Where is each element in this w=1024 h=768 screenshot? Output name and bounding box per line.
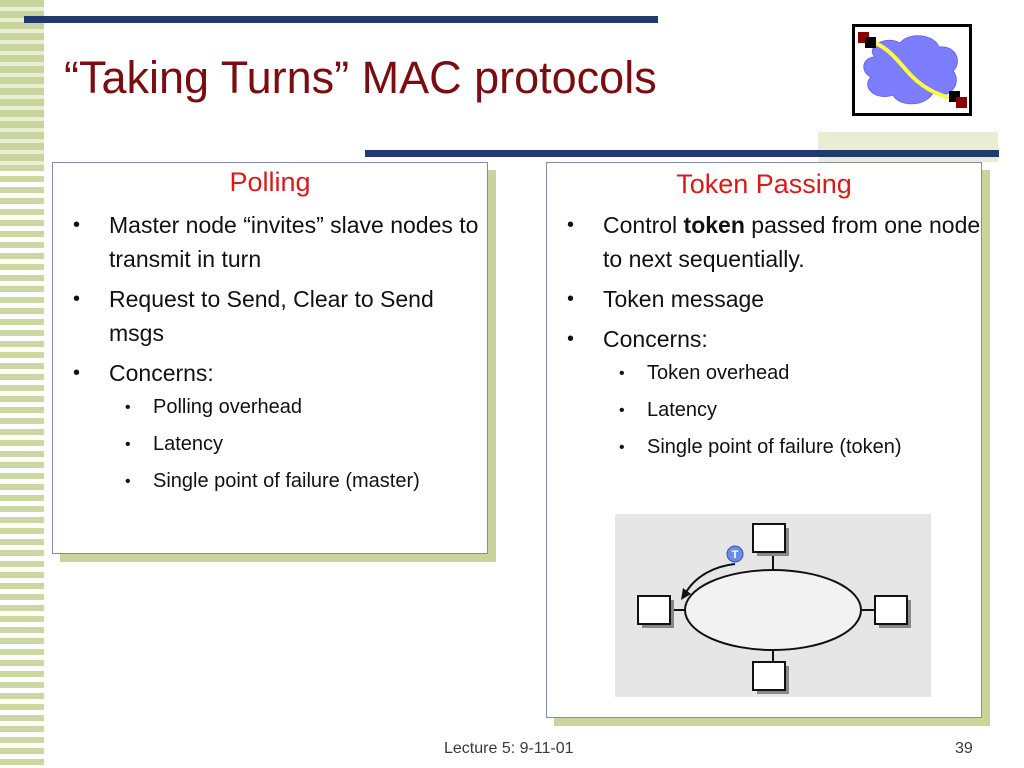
sub-list-item: Polling overhead: [53, 392, 487, 423]
bold-token-word: token: [683, 212, 745, 238]
token-passing-list: Control token passed from one node to ne…: [547, 208, 981, 463]
sub-list-item: Single point of failure (token): [547, 432, 981, 463]
sub-list-item: Latency: [53, 429, 487, 460]
ring-ellipse: [684, 569, 862, 651]
top-bar: [24, 16, 658, 23]
token-ring-svg: T: [637, 523, 911, 694]
node-top: [752, 523, 786, 553]
token-circle: [726, 545, 744, 563]
header-shadow-decoration: [818, 132, 998, 162]
page-number: 39: [955, 740, 973, 757]
token-ring-diagram: T: [615, 514, 931, 697]
footer-lecture: Lecture 5: 9-11-01: [444, 740, 574, 757]
network-cloud-logo: [852, 24, 972, 116]
token-arrowhead: [681, 588, 691, 600]
node-left: [637, 595, 671, 625]
list-item: Token message: [547, 282, 981, 316]
list-item: Request to Send, Clear to Send msgs: [53, 282, 487, 350]
list-item: Concerns:: [547, 322, 981, 356]
sub-list-item: Token overhead: [547, 358, 981, 389]
list-item: Concerns:: [53, 356, 487, 390]
polling-list: Master node “invites” slave nodes to tra…: [53, 208, 487, 497]
node-bottom: [752, 661, 786, 691]
divider-bar: [365, 150, 999, 157]
polling-heading: Polling: [229, 167, 311, 197]
sub-list-item: Latency: [547, 395, 981, 426]
token-arrow: [684, 563, 736, 595]
token-label: T: [732, 549, 739, 561]
sub-list-item: Single point of failure (master): [53, 466, 487, 497]
left-stripe-top-decoration: [0, 0, 44, 165]
list-item: Control token passed from one node to ne…: [547, 208, 981, 276]
slide-title: “Taking Turns” MAC protocols: [64, 52, 657, 103]
token-passing-heading: Token Passing: [676, 169, 852, 199]
list-item: Master node “invites” slave nodes to tra…: [53, 208, 487, 276]
polling-card: Polling Master node “invites” slave node…: [52, 162, 488, 554]
network-cloud-icon: [858, 32, 967, 108]
node-right: [874, 595, 908, 625]
